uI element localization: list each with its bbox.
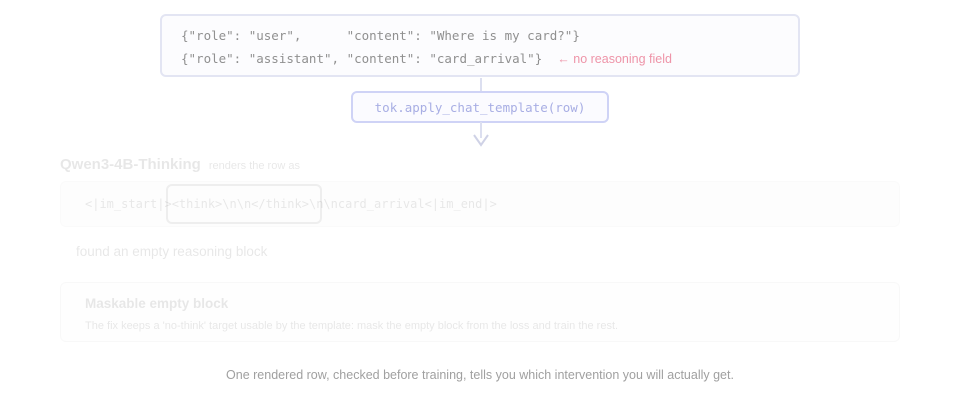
fix-title: Maskable empty block: [85, 296, 229, 311]
down-arrow-icon: [473, 134, 489, 147]
rendered-row-box: <|im_start|><think>\n\n</think>\n\ncard_…: [60, 181, 900, 227]
think-block-highlight: [166, 184, 322, 224]
connector-line-bottom: [480, 122, 482, 138]
assistant-row-line: {"role": "assistant", "content": "card_a…: [181, 51, 672, 66]
model-name: Qwen3-4B-Thinking: [60, 156, 201, 173]
caption: One rendered row, checked before trainin…: [226, 368, 734, 382]
model-label: Qwen3-4B-Thinking renders the row as: [60, 156, 300, 173]
finding-text: found an empty reasoning block: [76, 244, 268, 259]
connector-line-top: [480, 78, 482, 92]
apply-chat-template-box: tok.apply_chat_template(row): [351, 91, 609, 123]
template-call-text: tok.apply_chat_template(row): [374, 99, 586, 115]
rendered-suffix: \n\ncard_arrival<|im_end|>: [308, 197, 497, 211]
model-subtitle: renders the row as: [208, 160, 300, 172]
assistant-row-code: {"role": "assistant", "content": "card_a…: [181, 51, 543, 66]
rendered-row-text: <|im_start|><think>\n\n</think>\n\ncard_…: [85, 197, 497, 211]
rendered-think-block: <think>\n\n</think>: [171, 197, 309, 211]
rendered-prefix: <|im_start|>: [85, 197, 172, 211]
fix-card: Maskable empty block The fix keeps a 'no…: [60, 282, 900, 342]
no-reasoning-annotation: ← no reasoning field: [557, 52, 672, 66]
fix-description: The fix keeps a 'no-think' target usable…: [85, 320, 619, 332]
input-rows-box: {"role": "user", "content": "Where is my…: [160, 14, 800, 77]
user-row-line: {"role": "user", "content": "Where is my…: [181, 28, 580, 43]
